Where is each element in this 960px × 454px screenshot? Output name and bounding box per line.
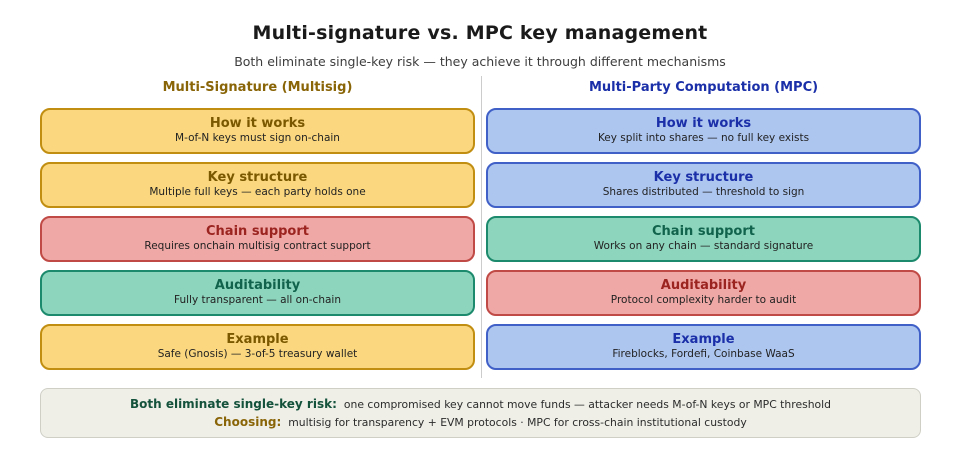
card-body: Requires onchain multisig contract suppo… <box>144 240 371 253</box>
card-body: Safe (Gnosis) — 3-of-5 treasury wallet <box>157 348 358 361</box>
card-body: Protocol complexity harder to audit <box>610 294 797 307</box>
card-title: Key structure <box>653 170 754 186</box>
card-multisig-how-it-works: How it works M-of-N keys must sign on-ch… <box>40 108 475 154</box>
card-title: How it works <box>655 116 752 132</box>
card-body: Shares distributed — threshold to sign <box>602 186 805 199</box>
card-multisig-auditability: Auditability Fully transparent — all on-… <box>40 270 475 316</box>
card-body: Works on any chain — standard signature <box>593 240 814 253</box>
column-header-mpc: Multi-Party Computation (MPC) <box>588 80 819 95</box>
card-title: Chain support <box>206 224 309 240</box>
card-title: Chain support <box>652 224 755 240</box>
summary-line-choosing: Choosing: multisig for transparency + EVM… <box>41 415 920 429</box>
card-mpc-example: Example Fireblocks, Fordefi, Coinbase Wa… <box>486 324 921 370</box>
card-multisig-key-structure: Key structure Multiple full keys — each … <box>40 162 475 208</box>
summary-label-risk: Both eliminate single-key risk: <box>129 397 337 411</box>
summary-label-choosing: Choosing: <box>214 415 282 429</box>
summary-text-choosing: multisig for transparency + EVM protocol… <box>288 416 747 429</box>
card-title: Example <box>672 332 735 348</box>
card-title: Key structure <box>207 170 308 186</box>
column-divider <box>481 76 482 378</box>
card-body: Multiple full keys — each party holds on… <box>149 186 366 199</box>
card-body: Fireblocks, Fordefi, Coinbase WaaS <box>612 348 795 361</box>
card-mpc-key-structure: Key structure Shares distributed — thres… <box>486 162 921 208</box>
mpc-column: How it works Key split into shares — no … <box>486 108 921 370</box>
card-title: Example <box>226 332 289 348</box>
card-body: Fully transparent — all on-chain <box>173 294 341 307</box>
card-multisig-example: Example Safe (Gnosis) — 3-of-5 treasury … <box>40 324 475 370</box>
summary-text-risk: one compromised key cannot move funds — … <box>343 398 832 411</box>
card-multisig-chain-support: Chain support Requires onchain multisig … <box>40 216 475 262</box>
card-mpc-how-it-works: How it works Key split into shares — no … <box>486 108 921 154</box>
multisig-column: How it works M-of-N keys must sign on-ch… <box>40 108 475 370</box>
card-mpc-auditability: Auditability Protocol complexity harder … <box>486 270 921 316</box>
card-title: How it works <box>209 116 306 132</box>
card-title: Auditability <box>660 278 747 294</box>
card-body: Key split into shares — no full key exis… <box>597 132 810 145</box>
page-subtitle: Both eliminate single-key risk — they ac… <box>234 54 726 69</box>
summary-panel: Both eliminate single-key risk: one compr… <box>40 388 921 438</box>
column-header-multisig: Multi-Signature (Multisig) <box>162 80 353 95</box>
card-title: Auditability <box>214 278 301 294</box>
card-mpc-chain-support: Chain support Works on any chain — stand… <box>486 216 921 262</box>
card-body: M-of-N keys must sign on-chain <box>175 132 340 145</box>
page-title: Multi-signature vs. MPC key management <box>252 22 708 44</box>
summary-line-risk: Both eliminate single-key risk: one compr… <box>41 397 920 411</box>
